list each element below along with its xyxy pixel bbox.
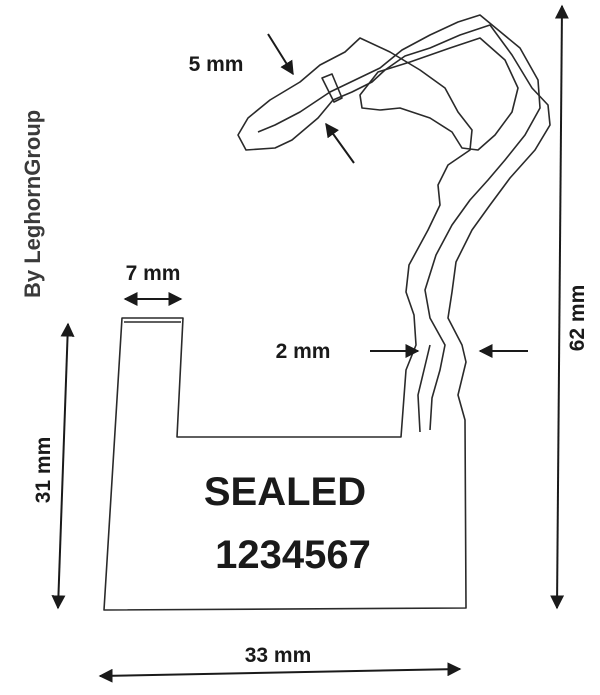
hook-arrow-top <box>267 33 294 76</box>
total-width-arrow <box>98 662 462 683</box>
total-height-label: 62 mm <box>566 285 589 352</box>
body-height-label: 31 mm <box>32 437 55 504</box>
tab-width-label: 7 mm <box>126 262 181 285</box>
latch-slot <box>321 73 343 103</box>
hook-arrow-bottom <box>325 122 355 164</box>
seal-text-line2: 1234567 <box>215 533 371 577</box>
body-height-arrow <box>51 322 75 610</box>
hook-inner <box>257 14 541 431</box>
seal-text-line1: SEALED <box>204 470 366 514</box>
total-width-label: 33 mm <box>245 644 312 667</box>
hook-inner-loop <box>359 37 519 151</box>
credit-label: By LeghornGroup <box>20 110 45 298</box>
neck-width-label: 2 mm <box>276 340 331 363</box>
seal-outline <box>103 14 551 611</box>
seal-body <box>103 24 551 611</box>
total-height-arrow <box>550 4 569 610</box>
hook-thickness-label: 5 mm <box>189 53 244 76</box>
neck-inner <box>417 344 431 433</box>
